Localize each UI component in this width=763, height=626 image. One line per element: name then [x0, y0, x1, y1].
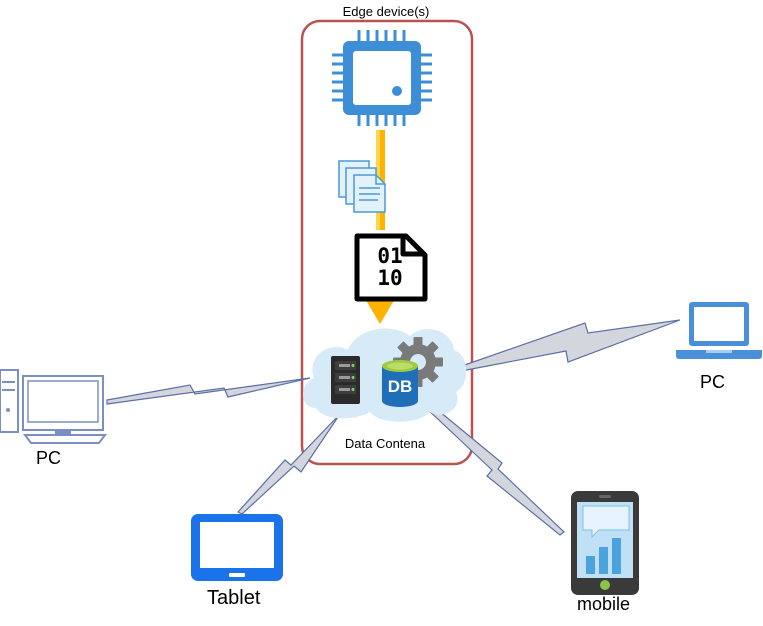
cloud-label: Data Contena — [344, 436, 426, 451]
tablet-icon — [191, 514, 283, 581]
database-icon: DB — [382, 360, 418, 407]
link-pc-right — [455, 319, 681, 373]
documents-icon — [338, 160, 386, 213]
server-icon — [331, 356, 360, 404]
edge-device-container — [300, 19, 474, 466]
link-pc-left — [106, 377, 311, 405]
mobile-label: mobile — [577, 594, 631, 614]
db-label: DB — [388, 377, 413, 396]
binary-digits-top: 01 — [377, 244, 402, 268]
chip-icon — [332, 30, 432, 126]
pc-left-label: PC — [36, 448, 62, 468]
pc-right-label: PC — [700, 372, 726, 392]
edge-devices-title: Edge device(s) — [342, 4, 430, 19]
laptop-icon — [676, 302, 762, 359]
tablet-label: Tablet — [207, 587, 261, 609]
mobile-phone-icon — [571, 491, 639, 595]
binary-file-icon: 01 10 — [354, 233, 428, 302]
link-tablet — [237, 413, 341, 515]
binary-digits-bottom: 10 — [377, 266, 402, 290]
link-mobile — [423, 401, 565, 536]
pc-desktop-icon — [0, 369, 107, 444]
network-links — [106, 319, 681, 536]
